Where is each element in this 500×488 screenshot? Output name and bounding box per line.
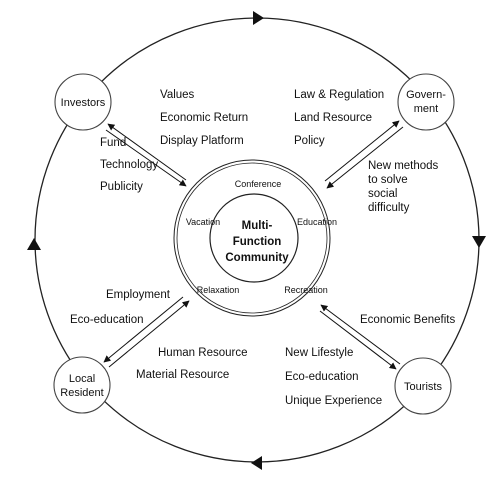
arrows-investors xyxy=(105,123,187,187)
flow-law-regulation: Law & Regulation xyxy=(294,89,384,101)
flow-eco-education-resident: Eco-education xyxy=(70,314,144,326)
flow-employment: Employment xyxy=(106,289,171,301)
flow-fund: Fund xyxy=(100,137,126,149)
flow-land-resource: Land Resource xyxy=(294,112,372,124)
flow-publicity: Publicity xyxy=(100,181,143,193)
cycle-arrow-left xyxy=(27,238,41,250)
cycle-arrow-bottom xyxy=(251,456,262,470)
flow-human-resource: Human Resource xyxy=(158,347,247,359)
flow-economic-benefits: Economic Benefits xyxy=(360,314,455,326)
flow-to-solve: to solve xyxy=(368,174,408,186)
function-conference: Conference xyxy=(235,179,282,189)
arrows-tourists xyxy=(319,304,401,370)
government-node xyxy=(397,73,455,131)
tourists-label: Tourists xyxy=(404,381,442,393)
cycle-arrow-right xyxy=(472,236,486,248)
flow-values: Values xyxy=(160,89,195,101)
arrows-resident xyxy=(103,296,190,368)
function-relaxation: Relaxation xyxy=(197,285,240,295)
community-outer-ring-inner-edge xyxy=(176,162,328,314)
community-title-line1: Multi- xyxy=(242,220,273,232)
community-core-ring xyxy=(209,193,299,283)
flow-new-methods: New methods xyxy=(368,160,439,172)
community-title-line3: Community xyxy=(225,252,289,264)
local-resident-label-line1: Local xyxy=(69,373,95,385)
cycle-arrow-top xyxy=(253,11,264,25)
flow-eco-education-tourists: Eco-education xyxy=(285,371,359,383)
flow-display-platform: Display Platform xyxy=(160,135,244,147)
tourists-node xyxy=(394,357,452,415)
flow-economic-return: Economic Return xyxy=(160,112,248,124)
flow-difficulty: difficulty xyxy=(368,202,410,214)
local-resident-node xyxy=(53,356,111,414)
local-resident-label-line2: Resident xyxy=(60,387,103,399)
flow-technology: Technology xyxy=(100,159,158,171)
investors-label: Investors xyxy=(61,97,106,109)
flow-social: social xyxy=(368,188,397,200)
government-label-line1: Govern- xyxy=(406,89,446,101)
arrows-government xyxy=(324,120,404,189)
flow-material-resource: Material Resource xyxy=(136,369,229,381)
function-education: Education xyxy=(297,217,337,227)
investors-node xyxy=(54,73,112,131)
flow-new-lifestyle: New Lifestyle xyxy=(285,347,353,359)
flow-policy: Policy xyxy=(294,135,325,147)
community-title-line2: Function xyxy=(233,236,282,248)
function-vacation: Vacation xyxy=(186,217,220,227)
government-label-line2: ment xyxy=(414,103,438,115)
flow-unique-experience: Unique Experience xyxy=(285,395,382,407)
function-recreation: Recreation xyxy=(284,285,328,295)
